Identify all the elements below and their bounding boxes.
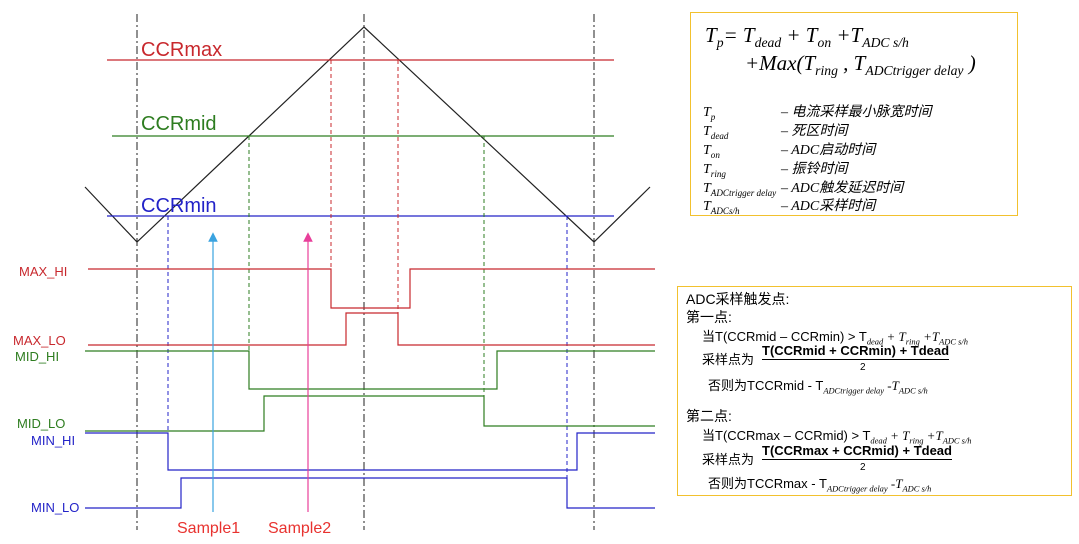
max-hi-waveform	[88, 268, 655, 309]
max-lo-waveform	[88, 312, 655, 346]
mid-hi-label: MID_HI	[15, 349, 59, 364]
formula-line-2: +Max(Tring , TADCtrigger delay )	[745, 51, 976, 79]
sample1-label: Sample1	[177, 520, 240, 537]
definition-row: Ton– ADC启动时间	[703, 143, 876, 160]
mid-lo-label: MID_LO	[17, 416, 65, 431]
min-lo-label: MIN_LO	[31, 500, 79, 515]
adc-title: ADC采样触发点:	[686, 291, 790, 307]
point2-denominator: 2	[860, 462, 866, 473]
point1-numerator: T(CCRmid + CCRmin) + Tdead	[762, 343, 950, 360]
min-lo-waveform	[85, 477, 655, 509]
point2-else: 否则为TCCRmax - TADCtrigger delay -TADC s/h	[708, 476, 932, 494]
ccrmin-label: CCRmin	[141, 195, 217, 217]
max-hi-label: MAX_HI	[19, 264, 67, 279]
definition-row: Tring– 振铃时间	[703, 162, 848, 179]
formula-line-1: Tp= Tdead + Ton +TADC s/h	[705, 23, 909, 51]
definition-row: TADCs/h– ADC采样时间	[703, 199, 876, 216]
max-lo-label: MAX_LO	[13, 333, 66, 348]
definition-row: TADCtrigger delay– ADC触发延迟时间	[703, 181, 904, 198]
definition-row: Tp– 电流采样最小脉宽时间	[703, 105, 932, 122]
triangle-carrier	[84, 26, 651, 243]
point2-condition: 当T(CCRmax – CCRmid) > Tdead + Tring +TAD…	[702, 428, 972, 446]
point2-sample-prefix: 采样点为	[702, 452, 755, 467]
mid-lo-waveform	[85, 395, 655, 432]
adc-trigger-box: ADC采样触发点: 第一点: 当T(CCRmid – CCRmin) > Tde…	[677, 286, 1072, 496]
point1-denominator: 2	[860, 362, 866, 373]
sample2-label: Sample2	[268, 520, 331, 537]
point1-else: 否则为TCCRmid - TADCtrigger delay -TADC s/h	[708, 378, 928, 396]
point1-sample-prefix: 采样点为	[702, 352, 755, 367]
min-hi-waveform	[85, 432, 655, 471]
point1-condition: 当T(CCRmid – CCRmin) > Tdead + Tring +TAD…	[702, 329, 968, 347]
ccrmid-label: CCRmid	[141, 113, 217, 135]
formula-box: Tp= Tdead + Ton +TADC s/h +Max(Tring , T…	[690, 12, 1018, 216]
definition-row: Tdead– 死区时间	[703, 124, 848, 141]
point2-heading: 第二点:	[686, 408, 732, 424]
point2-numerator: T(CCRmax + CCRmid) + Tdead	[762, 443, 952, 460]
min-hi-label: MIN_HI	[31, 433, 75, 448]
ccrmax-label: CCRmax	[141, 39, 222, 61]
point1-heading: 第一点:	[686, 309, 732, 325]
mid-hi-waveform	[85, 350, 655, 390]
